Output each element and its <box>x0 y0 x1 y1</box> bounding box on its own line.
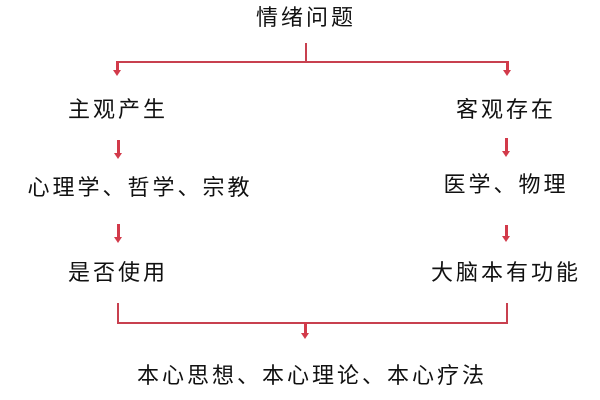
bottom-left-riser <box>117 303 119 324</box>
arrow-left-level2-to-level3 <box>114 224 122 243</box>
top-horizontal-connector <box>117 61 508 63</box>
left-level1-node: 主观产生 <box>67 98 169 123</box>
arrow-to-left-level1 <box>113 61 121 76</box>
bottom-horizontal-connector <box>117 322 508 324</box>
root-node-title: 情绪问题 <box>255 6 357 31</box>
right-level1-node: 客观存在 <box>455 98 557 123</box>
left-level2-node: 心理学、哲学、宗教 <box>27 176 253 201</box>
conclusion-node: 本心思想、本心理论、本心疗法 <box>136 364 488 389</box>
right-level3-node: 大脑本有功能 <box>430 261 582 286</box>
arrow-to-conclusion <box>301 322 309 339</box>
right-level2-node: 医学、物理 <box>443 173 569 198</box>
left-level3-node: 是否使用 <box>67 261 169 286</box>
arrow-left-level1-to-level2 <box>114 140 122 159</box>
arrow-right-level1-to-level2 <box>502 138 510 157</box>
title-stem-line <box>305 43 307 63</box>
bottom-right-riser <box>506 303 508 324</box>
arrow-to-right-level1 <box>503 61 511 76</box>
arrow-right-level2-to-level3 <box>502 225 510 242</box>
